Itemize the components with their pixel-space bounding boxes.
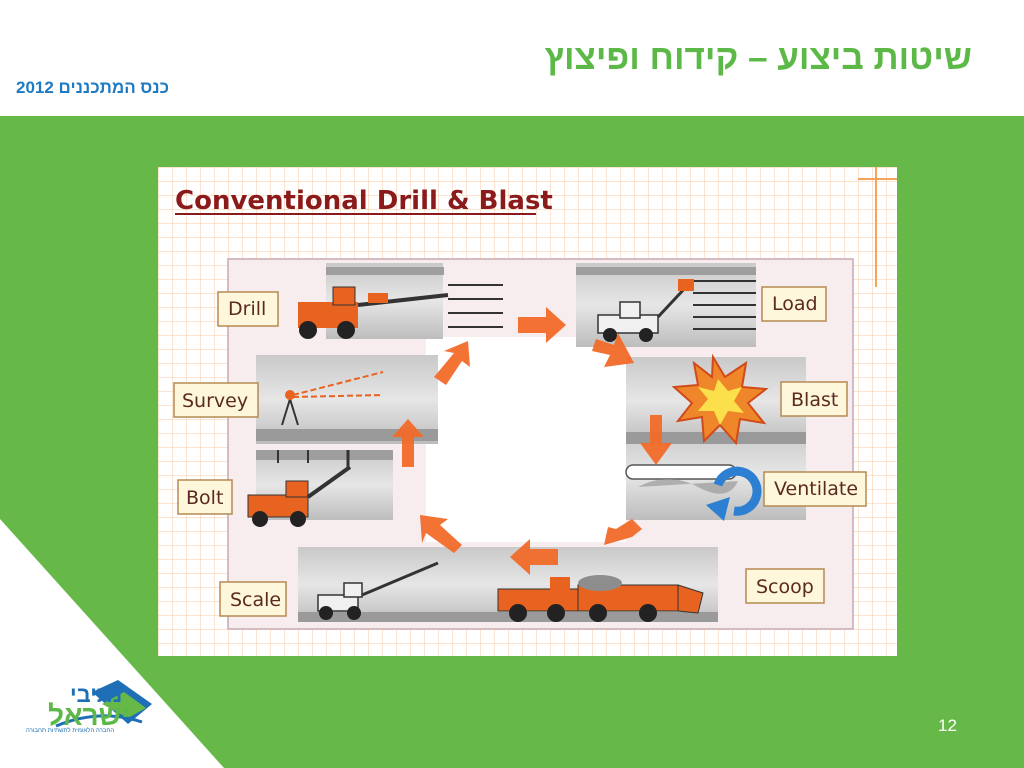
logo-tagline: החברה הלאומית לתשתיות תחבורה bbox=[26, 728, 115, 734]
label-scale: Scale bbox=[230, 589, 281, 611]
label-load: Load bbox=[772, 293, 818, 315]
ventilation-duct-icon bbox=[625, 464, 762, 521]
logo-word-2: ישראל bbox=[48, 700, 130, 731]
slide-number: 12 bbox=[938, 716, 957, 735]
drill-blast-diagram: Conventional Drill & Blast bbox=[158, 167, 897, 656]
blast-explosion-icon bbox=[671, 353, 769, 446]
slide-title: שיטות ביצוע – קידוח ופיצוץ bbox=[544, 38, 972, 77]
bolting-rig-icon bbox=[247, 450, 352, 527]
arrow-scale-to-bolt bbox=[420, 515, 462, 553]
charging-rig-icon bbox=[597, 279, 694, 342]
arrow-bolt-to-survey bbox=[392, 419, 424, 467]
label-ventilate: Ventilate bbox=[774, 478, 858, 500]
arrow-survey-to-drill bbox=[434, 341, 470, 385]
step-labels: Drill Load Blast Ventilate Scoop Scale B… bbox=[173, 286, 867, 617]
survey-instrument-icon bbox=[281, 371, 384, 426]
conference-subtitle: כנס המתכננים 2012 bbox=[16, 78, 170, 97]
scoop-loader-icon bbox=[497, 575, 704, 622]
diagram-title: Conventional Drill & Blast bbox=[175, 186, 553, 216]
logo-mark bbox=[55, 680, 152, 728]
logo-word-1: נתיבי bbox=[70, 682, 123, 707]
label-scoop: Scoop bbox=[756, 576, 814, 598]
arrow-load-to-blast bbox=[592, 333, 634, 367]
face-lines bbox=[448, 280, 756, 330]
label-bolt: Bolt bbox=[186, 487, 223, 509]
drill-jumbo-icon bbox=[298, 286, 449, 339]
netivei-israel-logo: נתיבי ישראל החברה הלאומית לתשתיות תחבורה bbox=[20, 678, 160, 740]
label-blast: Blast bbox=[791, 389, 838, 411]
label-drill: Drill bbox=[228, 298, 266, 320]
arrow-blast-to-ventilate bbox=[640, 415, 672, 465]
arrow-drill-to-load bbox=[518, 307, 566, 343]
label-survey: Survey bbox=[182, 390, 248, 412]
arrow-ventilate-to-scoop bbox=[604, 519, 642, 545]
scaling-rig-icon bbox=[317, 561, 439, 620]
arrow-scoop-to-scale bbox=[510, 539, 558, 575]
cycle-arrows bbox=[392, 307, 672, 575]
